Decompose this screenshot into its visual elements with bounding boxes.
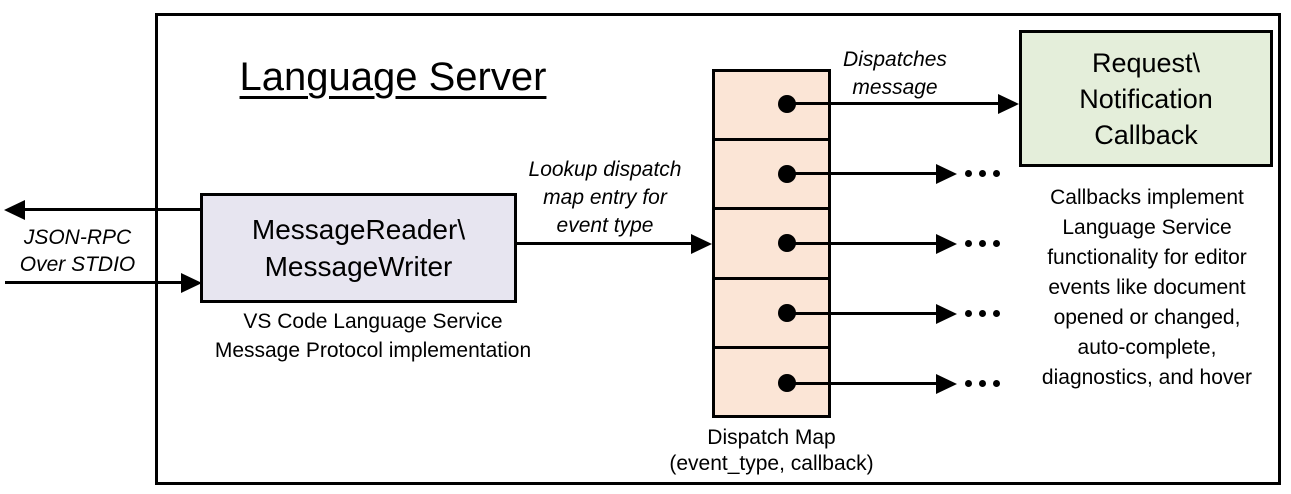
dispatch-cell-3 xyxy=(715,207,828,276)
ellipsis-icon-4 xyxy=(965,310,1000,317)
language-server-box xyxy=(155,13,1281,485)
stdio-out-arrow-line xyxy=(23,208,201,211)
dispatch-cell-2 xyxy=(715,138,828,207)
callback-label-line2: Notification xyxy=(1079,83,1213,114)
dispatch-arrowhead-icon-1 xyxy=(998,94,1019,114)
dispatch-arrowhead-icon-3 xyxy=(936,234,957,254)
dispatch-cell-1 xyxy=(715,72,828,138)
stdio-in-arrow-line xyxy=(5,281,182,284)
ellipsis-icon-3 xyxy=(965,240,1000,247)
stdio-label: JSON-RPC Over STDIO xyxy=(19,226,136,276)
ellipsis-icon-5 xyxy=(965,380,1000,387)
dispatch-arrowhead-icon-2 xyxy=(936,164,957,184)
dispatch-arrow-line-2 xyxy=(786,172,937,175)
lookup-label: Lookup dispatch map entry for event type xyxy=(528,158,682,237)
dispatch-arrow-line-1 xyxy=(786,102,999,105)
dispatches-message-label: Dispatches message xyxy=(843,48,947,99)
diagram-title: Language Server xyxy=(239,55,547,99)
stdio-in-arrowhead-icon xyxy=(181,273,202,293)
message-reader-writer-box: MessageReader\ MessageWriter xyxy=(200,193,517,303)
dispatch-arrowhead-icon-4 xyxy=(936,304,957,324)
callback-label-line1: Request\ xyxy=(1091,47,1201,78)
dispatch-cell-5 xyxy=(715,345,828,415)
reader-caption: VS Code Language Service Message Protoco… xyxy=(214,310,532,362)
dispatch-map-caption: Dispatch Map (event_type, callback) xyxy=(669,426,874,475)
message-writer-label: MessageWriter xyxy=(264,251,453,282)
dispatch-cell-4 xyxy=(715,276,828,346)
callbacks-note: Callbacks implement Language Service fun… xyxy=(1041,186,1253,389)
dispatch-arrowhead-icon-5 xyxy=(936,374,957,394)
message-reader-label: MessageReader\ xyxy=(251,214,466,245)
ellipsis-icon-2 xyxy=(965,170,1000,177)
stdio-out-arrowhead-icon xyxy=(4,200,25,220)
callback-label-line3: Callback xyxy=(1094,119,1198,150)
dispatch-arrow-line-5 xyxy=(786,382,937,385)
request-notification-callback-box: Request\ Notification Callback xyxy=(1019,30,1273,167)
lookup-arrow-line xyxy=(516,242,692,245)
lookup-arrowhead-icon xyxy=(691,234,712,254)
dispatch-arrow-line-4 xyxy=(786,312,937,315)
dispatch-arrow-line-3 xyxy=(786,242,937,245)
